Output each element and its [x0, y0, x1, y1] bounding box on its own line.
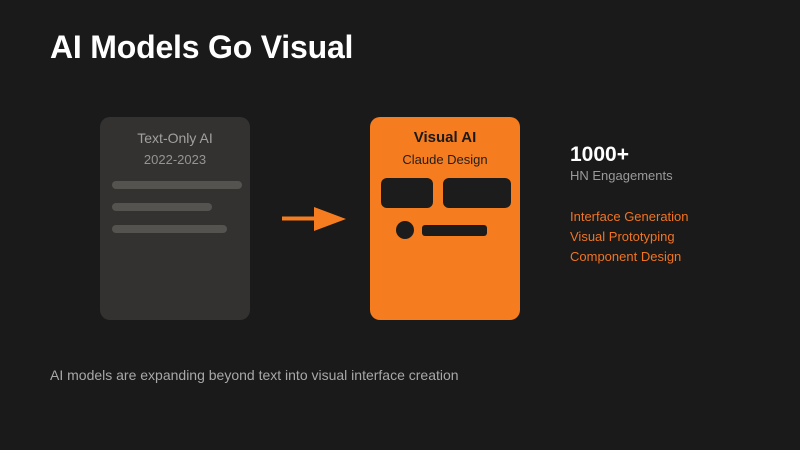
text-only-ai-card-title: Text-Only AI	[137, 130, 213, 146]
transition-arrow-icon	[280, 203, 350, 235]
skeleton-line-3	[112, 225, 227, 233]
skeleton-line-1	[112, 181, 242, 189]
skeleton-line-2	[112, 203, 212, 211]
ui-avatar-dot-icon	[396, 221, 414, 239]
slide-caption: AI models are expanding beyond text into…	[50, 367, 459, 383]
engagement-label: HN Engagements	[570, 168, 673, 183]
feature-list: Interface Generation Visual Prototyping …	[570, 207, 790, 267]
page-title: AI Models Go Visual	[50, 29, 354, 65]
feature-item-visual-prototyping: Visual Prototyping	[570, 229, 675, 244]
feature-item-component-design: Component Design	[570, 249, 682, 264]
visual-ai-card-subtitle: Claude Design	[402, 152, 488, 167]
feature-item-interface-generation: Interface Generation	[570, 209, 689, 224]
ui-block-right	[443, 178, 511, 208]
ui-text-bar	[422, 225, 487, 236]
text-only-ai-card-subtitle: 2022-2023	[143, 152, 207, 167]
engagement-count: 1000+	[570, 143, 629, 166]
ui-block-left	[381, 178, 433, 208]
text-only-ai-card: Text-Only AI 2022-2023	[100, 117, 250, 320]
visual-ai-card-title: Visual AI	[413, 129, 477, 146]
visual-ai-card: Visual AI Claude Design	[370, 117, 520, 320]
